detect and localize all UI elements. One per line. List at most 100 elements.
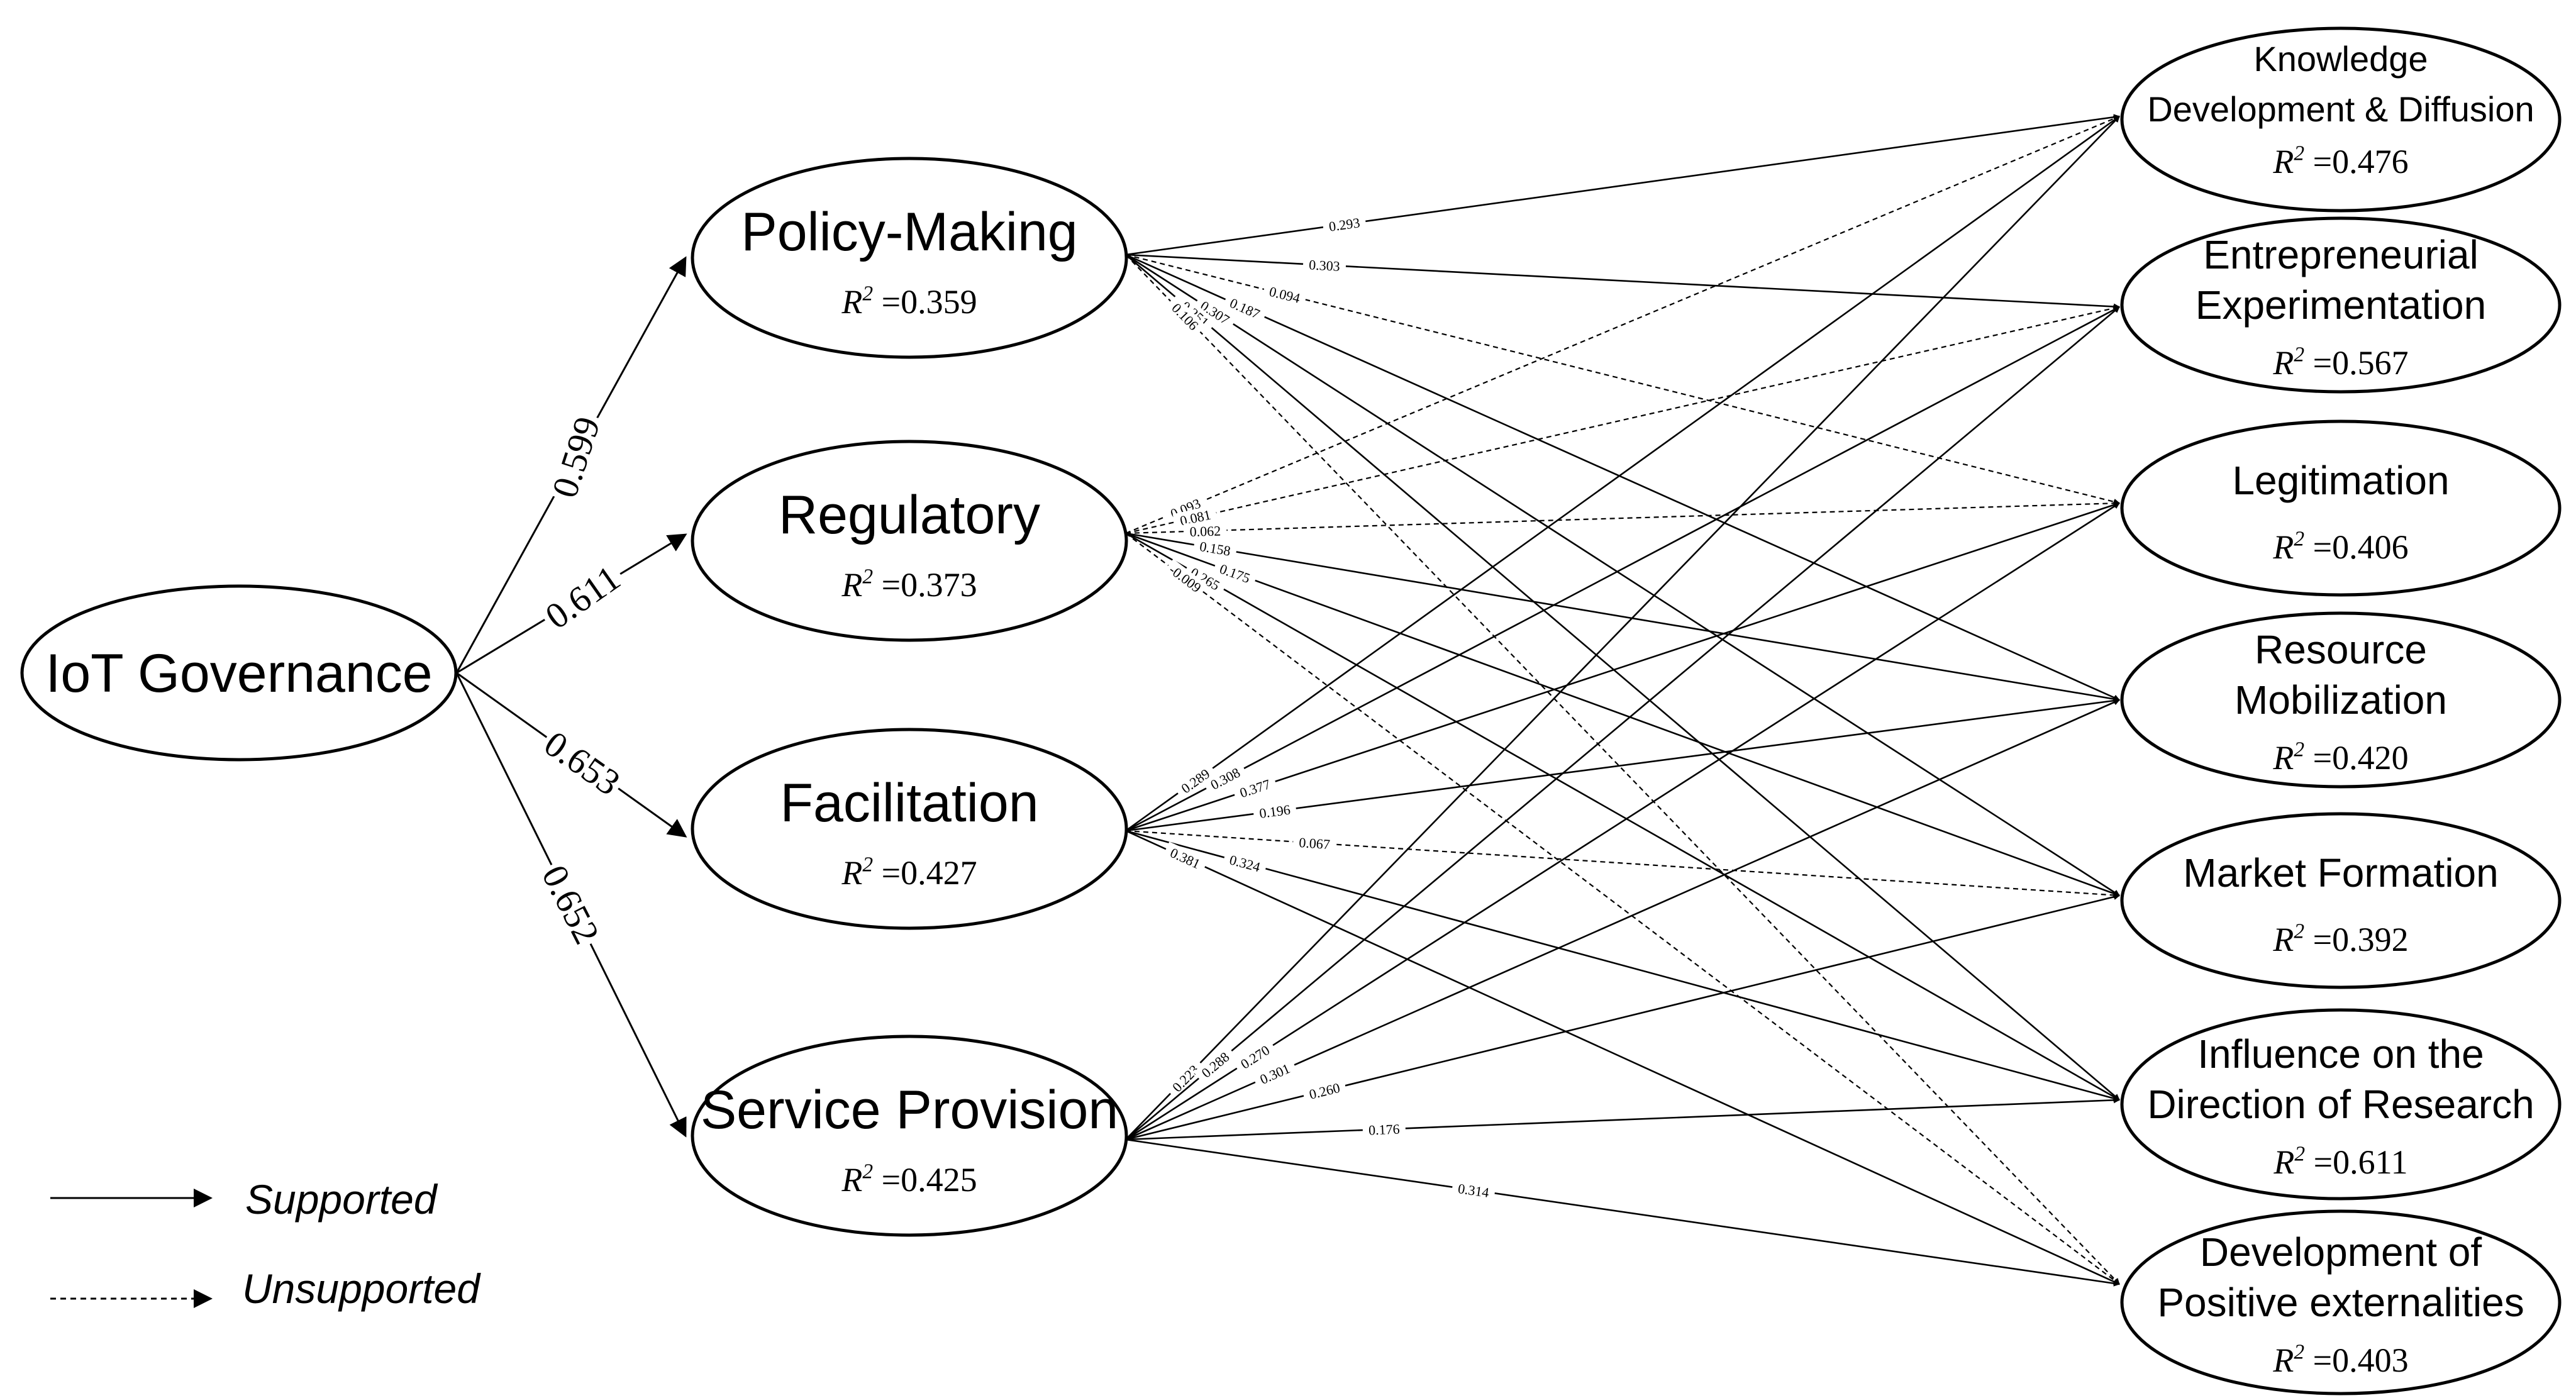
coef-fac-idr: 0.324 <box>1228 852 1262 875</box>
path-reg-kdd <box>1125 115 2120 535</box>
path-sp-idr <box>1125 1097 2120 1141</box>
coef-bg <box>1262 281 1307 308</box>
path-sp-mf <box>1125 894 2120 1141</box>
path-fac-idr <box>1125 829 2120 1102</box>
node-fac-shape <box>691 728 1128 930</box>
coef-bg <box>1232 1038 1278 1075</box>
coef-pm-ee: 0.303 <box>1309 257 1341 274</box>
node-leg-label-line-1: Legitimation <box>2232 458 2449 503</box>
coef-sp-mf: 0.260 <box>1307 1080 1341 1102</box>
path-pm-kdd <box>1125 114 2120 256</box>
node-mf-shape <box>2120 812 2562 989</box>
node-leg-shape <box>2120 419 2562 597</box>
node-rm-label-line-1: Resource <box>2255 627 2427 672</box>
node-idr-label-line-1: Influence on the <box>2197 1031 2484 1077</box>
coef-bg <box>1322 213 1367 236</box>
coef-bg <box>1163 558 1208 598</box>
node-reg-label: Regulatory <box>779 485 1040 545</box>
node-reg-shape <box>691 440 1128 642</box>
coef-fac-leg: 0.377 <box>1238 776 1272 801</box>
coef-bg <box>1193 1045 1237 1085</box>
coef-bg <box>1292 833 1336 853</box>
coef-bg <box>1182 560 1228 597</box>
coef-iot-pm: 0.599 <box>544 412 608 502</box>
path-pm-mf <box>1125 253 2120 897</box>
node-kdd-label-line-1: Knowledge <box>2253 39 2428 79</box>
node-dpe-shape <box>2120 1209 2562 1395</box>
coef-bg <box>1302 255 1346 275</box>
path-pm-ee <box>1125 253 2120 310</box>
legend-supported-label: Supported <box>245 1176 438 1223</box>
node-mf-r2: R2 =0.392 <box>2272 919 2408 958</box>
legend: Supported Unsupported <box>50 1176 481 1312</box>
coef-pm-leg: 0.094 <box>1268 284 1302 306</box>
coef-bg <box>1252 800 1297 823</box>
node-iot-governance-shape <box>20 584 458 762</box>
coef-iot-sp: 0.652 <box>534 858 608 950</box>
node-sp-r2: R2 =0.425 <box>841 1160 977 1199</box>
legend-unsupported-label: Unsupported <box>242 1265 481 1312</box>
coef-reg-rm: 0.158 <box>1199 538 1232 559</box>
node-fac-label: Facilitation <box>780 773 1038 833</box>
node-idr-r2: R2 =0.611 <box>2273 1142 2407 1181</box>
node-ee-shape <box>2120 216 2562 394</box>
path-pm-dpe <box>1125 254 2120 1285</box>
path-pm-rm <box>1125 253 2120 701</box>
coef-bg <box>1202 761 1248 796</box>
coef-bg <box>1164 1057 1206 1099</box>
coef-bg <box>1192 294 1238 331</box>
coef-fac-dpe: 0.381 <box>1168 845 1202 872</box>
node-idr-shape <box>2120 1008 2562 1201</box>
coef-bg <box>1162 841 1209 875</box>
coef-bg <box>1362 1120 1406 1138</box>
node-reg-r2: R2 =0.373 <box>841 565 977 604</box>
node-dpe-r2: R2 =0.403 <box>2272 1340 2408 1379</box>
node-fac-r2: R2 =0.427 <box>841 853 977 892</box>
coef-pm-kdd: 0.293 <box>1328 214 1360 235</box>
coef-bg <box>543 409 609 506</box>
path-reg-idr <box>1125 532 2120 1101</box>
coef-bg <box>1301 1077 1348 1104</box>
node-rm-label-line-2: Mobilization <box>2235 677 2447 723</box>
path-pm-idr <box>1125 254 2120 1101</box>
coef-bg <box>1184 522 1227 540</box>
path-fac-kdd <box>1125 115 2120 832</box>
node-pm-r2: R2 =0.359 <box>841 282 977 321</box>
path-reg-dpe <box>1125 533 2120 1285</box>
node-ee-label-line-2: Experimentation <box>2196 282 2486 328</box>
node-pm-shape <box>691 157 1128 359</box>
coef-sp-dpe: 0.314 <box>1457 1180 1491 1201</box>
coef-bg <box>1222 849 1268 877</box>
path-reg-rm <box>1125 532 2120 702</box>
node-ee-r2: R2 =0.567 <box>2272 343 2408 382</box>
coef-bg <box>1232 774 1278 803</box>
node-idr-label-line-2: Direction of Research <box>2147 1082 2534 1127</box>
node-rm-r2: R2 =0.420 <box>2272 738 2408 777</box>
path-sp-dpe <box>1125 1138 2120 1287</box>
node-leg-r2: R2 =0.406 <box>2272 527 2408 566</box>
node-sp-label: Service Provision <box>701 1080 1118 1140</box>
node-sp-shape <box>691 1035 1128 1237</box>
coef-bg <box>1212 558 1258 589</box>
path-fac-leg <box>1125 502 2120 832</box>
node-kdd-r2: R2 =0.476 <box>2272 141 2408 180</box>
coef-reg-leg: 0.062 <box>1189 523 1221 539</box>
coef-bg <box>535 555 630 639</box>
node-dpe-label-line-2: Positive externalities <box>2157 1280 2524 1325</box>
path-sp-kdd <box>1125 116 2120 1140</box>
coef-bg <box>1192 536 1238 560</box>
node-rm-shape <box>2120 611 2562 789</box>
coef-bg <box>535 721 630 805</box>
path-reg-mf <box>1125 532 2120 897</box>
coef-bg <box>1173 762 1218 800</box>
path-sp-ee <box>1125 306 2120 1140</box>
coef-fac-rm: 0.196 <box>1258 802 1291 821</box>
path-reg-leg <box>1125 500 2120 535</box>
coef-bg <box>533 856 609 953</box>
path-sp-leg <box>1125 502 2120 1141</box>
coef-bg <box>1451 1179 1496 1202</box>
path-fac-ee <box>1125 306 2120 832</box>
path-fac-mf <box>1125 829 2120 899</box>
